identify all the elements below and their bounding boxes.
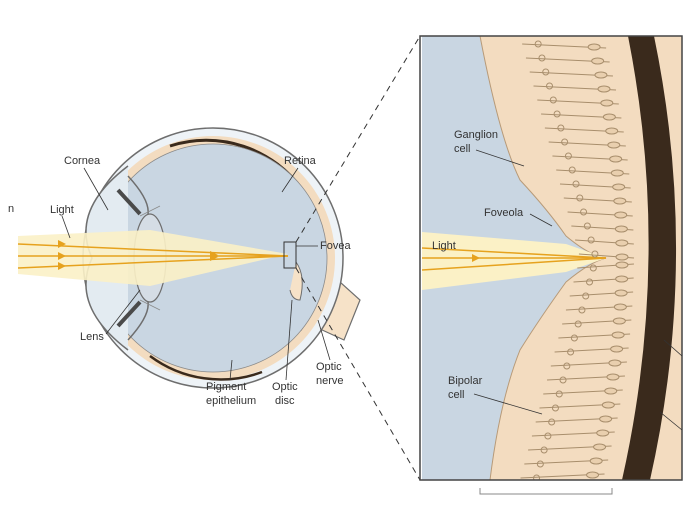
pigment-label-line2: epithelium <box>206 395 256 407</box>
cell-body <box>616 262 628 268</box>
cell-body <box>590 458 602 464</box>
cell-body <box>616 240 628 246</box>
cell-body <box>615 290 627 296</box>
cell-body <box>613 184 625 190</box>
bipolar-label-line2: cell <box>448 389 465 401</box>
bipolar-label-line1: Bipolar <box>448 375 483 387</box>
optic-nerve-label-line1: Optic <box>316 361 342 373</box>
cell-body <box>606 128 618 134</box>
cell-body <box>601 100 613 106</box>
optic-disc-label-line1: Optic <box>272 381 298 393</box>
optic-nerve-label-line2: nerve <box>316 375 344 387</box>
cell-body <box>613 318 625 324</box>
pigment-label-line1: Pigment <box>206 381 246 393</box>
ganglion-label-line1: Ganglion <box>454 129 498 141</box>
cell-body <box>612 332 624 338</box>
cell-body <box>610 156 622 162</box>
cell-body <box>615 226 627 232</box>
cell-body <box>607 374 619 380</box>
light-label-right: Light <box>432 240 456 252</box>
cell-body <box>595 72 607 78</box>
retina-closeup-panel <box>422 36 682 481</box>
edge-label-n: n <box>8 203 14 215</box>
foveola-label: Foveola <box>484 207 524 219</box>
cell-body <box>587 472 599 478</box>
retina-label: Retina <box>284 155 317 167</box>
cell-body <box>615 212 627 218</box>
cell-body <box>614 304 626 310</box>
cell-body <box>608 142 620 148</box>
cell-body <box>588 44 600 50</box>
cell-body <box>602 402 614 408</box>
cell-body <box>598 86 610 92</box>
light-label-left: Light <box>50 204 74 216</box>
fovea-label: Fovea <box>320 240 351 252</box>
cell-body <box>603 114 615 120</box>
cell-body <box>594 444 606 450</box>
lens-label: Lens <box>80 331 104 343</box>
cell-body <box>605 388 617 394</box>
cell-body <box>600 416 612 422</box>
cell-body <box>616 254 628 260</box>
cell-body <box>611 346 623 352</box>
cornea-label: Cornea <box>64 155 101 167</box>
scale-bracket <box>480 488 612 494</box>
cell-body <box>614 198 626 204</box>
cell-body <box>592 58 604 64</box>
ganglion-label-line2: cell <box>454 143 471 155</box>
optic-disc-label-line2: disc <box>275 395 295 407</box>
cell-body <box>609 360 621 366</box>
zoom-line-top <box>296 36 420 242</box>
cell-body <box>611 170 623 176</box>
cell-body <box>616 276 628 282</box>
cell-body <box>597 430 609 436</box>
